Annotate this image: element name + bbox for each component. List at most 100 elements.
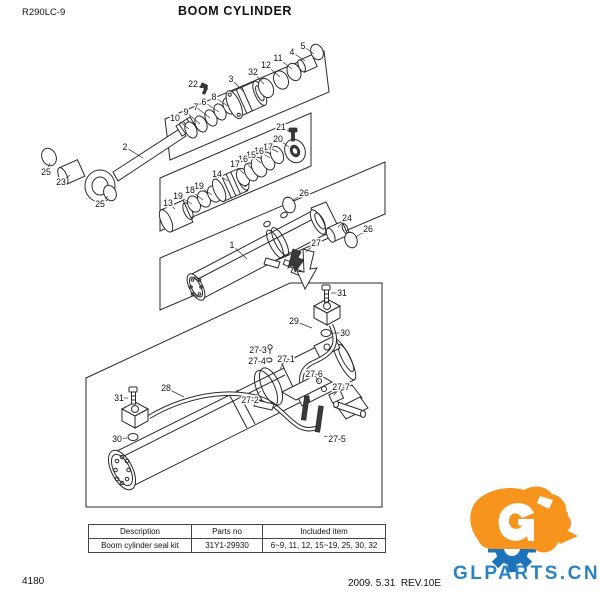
bolt-31a [321, 284, 331, 303]
leader-line [195, 106, 211, 119]
port [280, 211, 288, 219]
leader-line [231, 244, 248, 260]
washer-27-4 [265, 357, 273, 363]
gland-3 [225, 80, 268, 120]
leader-line [185, 111, 201, 125]
part-callout-27-6: 27-6 [305, 369, 323, 379]
page-title: BOOM CYLINDER [178, 4, 293, 18]
part-callout-31: 31 [337, 288, 347, 298]
leader-line [267, 146, 279, 153]
revision-date: 2009. 5.31 REV.10E [348, 578, 442, 589]
callout-layer: 5411123232286791022523252120171615161714… [40, 40, 375, 446]
watermark-text: GLPARTS.CN [453, 563, 600, 584]
part-callout-32: 32 [248, 67, 258, 77]
part-callout-4: 4 [290, 47, 295, 57]
part-callout-27-4: 27-4 [248, 356, 266, 366]
leader-line [302, 45, 315, 55]
part-callout-27-7: 27-7 [332, 382, 350, 392]
bushing-4 [297, 54, 318, 73]
part-callout-21: 21 [276, 122, 286, 132]
part-callout-26: 26 [299, 188, 309, 198]
o-ring-26b [344, 231, 358, 249]
end-cap [186, 273, 206, 301]
part-callout-5: 5 [301, 41, 306, 51]
flow-arrow-small [287, 248, 305, 273]
leader-line [250, 154, 262, 164]
leader-line [99, 195, 109, 205]
leader-line [216, 173, 229, 182]
screw-27-3 [267, 344, 273, 354]
cell-partsno: 31Y1-29930 [191, 538, 263, 553]
bolt-22 [199, 82, 209, 95]
part-callout-1: 1 [230, 240, 235, 250]
leader-line [293, 320, 313, 329]
part-callout-12: 12 [261, 60, 271, 70]
nut-27-6b [321, 386, 327, 392]
leader-line [249, 390, 262, 401]
leader-line [116, 437, 128, 440]
leader-line [265, 64, 281, 78]
part-callout-29: 29 [289, 316, 299, 326]
leader-line [60, 174, 71, 183]
page-number: 4180 [22, 576, 45, 587]
lower-end-cap [107, 449, 137, 491]
part-callout-25: 25 [95, 199, 105, 209]
port [263, 220, 271, 228]
part-callout-30: 30 [340, 328, 350, 338]
leader-line [167, 202, 176, 210]
part-callout-28: 28 [161, 383, 171, 393]
part-callout-11: 11 [273, 53, 282, 63]
part-callout-10: 10 [170, 113, 180, 123]
part-callout-30: 30 [112, 434, 122, 444]
wear-ring-20 [284, 138, 306, 164]
leader-line [323, 435, 338, 440]
part-callout-15: 15 [246, 150, 256, 160]
bolt-21 [288, 127, 298, 142]
part-callout-13: 13 [163, 198, 173, 208]
col-header-partsno: Parts no [191, 524, 263, 539]
part-callout-20: 20 [273, 134, 283, 144]
part-callout-27-5: 27-5 [328, 434, 346, 444]
leader-line [337, 217, 348, 228]
part-callout-27-3: 27-3 [249, 345, 267, 355]
leader-line [258, 150, 271, 159]
part-callout-26: 26 [363, 224, 373, 234]
part-callout-2: 2 [123, 142, 128, 152]
leader-line [177, 195, 193, 205]
o-ring-26a [282, 196, 296, 214]
glparts-logo: GLPARTS.CN [453, 486, 600, 584]
o-ring-25 [41, 147, 57, 167]
part-callout-9: 9 [184, 107, 189, 117]
piping-assembly [107, 284, 369, 491]
leader-line [279, 358, 287, 370]
pipe-clamp [253, 367, 284, 411]
cell-included: 6~9, 11, 12, 15~19, 25, 30, 32 [262, 538, 386, 553]
leader-line [291, 192, 305, 202]
leader-line [234, 163, 245, 175]
ring-17b [269, 145, 285, 165]
part-callout-17: 17 [230, 159, 240, 169]
cylinder-body [186, 196, 358, 301]
seal-ring-10 [184, 121, 198, 139]
leader-line [192, 83, 203, 89]
leader-line [165, 387, 185, 398]
part-callout-31: 31 [114, 393, 124, 403]
banjo-block-28 [120, 401, 150, 429]
o-ring-32 [257, 77, 275, 99]
leader-line [230, 78, 244, 92]
leader-line [203, 101, 220, 113]
bushing-13 [158, 199, 194, 233]
stud-27-5a [300, 395, 310, 421]
part-callout-27: 27 [311, 238, 321, 248]
part-callout-16: 16 [238, 154, 248, 164]
leader-line [277, 138, 290, 148]
part-callout-27-1: 27-1 [277, 354, 295, 364]
o-ring-30a [320, 329, 332, 337]
part-callout-8: 8 [212, 92, 217, 102]
part-callout-27-2: 27-2 [241, 395, 259, 405]
o-ring-12 [272, 70, 290, 90]
rod-assembly [41, 116, 197, 203]
leader-line [174, 117, 190, 130]
col-header-included: Included item [262, 524, 386, 539]
